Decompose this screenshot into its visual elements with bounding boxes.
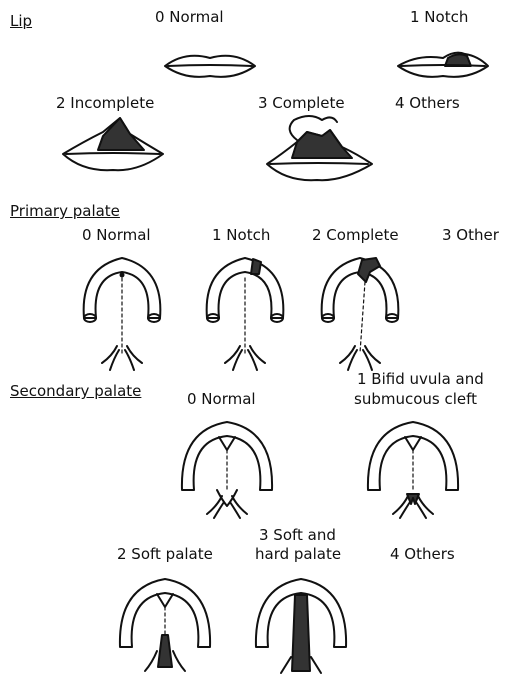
primary-normal-figure xyxy=(72,248,172,378)
secondary-soft-hard-label-line1: 3 Soft and xyxy=(259,527,336,544)
lip-normal-figure xyxy=(160,46,260,86)
primary-notch-figure xyxy=(195,248,295,378)
lip-incomplete-label: 2 Incomplete xyxy=(56,95,154,112)
primary-complete-figure xyxy=(310,248,410,378)
secondary-bifid-label-line2: submucous cleft xyxy=(354,391,477,408)
secondary-soft-label: 2 Soft palate xyxy=(117,546,213,563)
lip-incomplete-figure xyxy=(58,112,168,177)
section-secondary-palate-heading: Secondary palate xyxy=(10,383,141,400)
lip-notch-label: 1 Notch xyxy=(410,9,468,26)
primary-notch-label: 1 Notch xyxy=(212,227,270,244)
primary-other-label: 3 Other xyxy=(442,227,499,244)
lip-complete-figure xyxy=(262,112,382,187)
section-primary-palate-heading: Primary palate xyxy=(10,203,120,220)
secondary-normal-label: 0 Normal xyxy=(187,391,256,408)
secondary-others-label: 4 Others xyxy=(390,546,455,563)
secondary-normal-figure xyxy=(172,410,282,520)
primary-normal-label: 0 Normal xyxy=(82,227,151,244)
lip-normal-label: 0 Normal xyxy=(155,9,224,26)
secondary-soft-figure xyxy=(110,567,220,677)
lip-others-label: 4 Others xyxy=(395,95,460,112)
lip-complete-label: 3 Complete xyxy=(258,95,345,112)
lip-notch-figure xyxy=(393,46,493,86)
secondary-soft-hard-figure xyxy=(246,567,356,677)
secondary-bifid-figure xyxy=(358,410,468,520)
secondary-bifid-label-line1: 1 Bifid uvula and xyxy=(357,371,484,388)
secondary-soft-hard-label-line2: hard palate xyxy=(255,546,341,563)
section-lip-heading: Lip xyxy=(10,13,32,30)
primary-complete-label: 2 Complete xyxy=(312,227,399,244)
